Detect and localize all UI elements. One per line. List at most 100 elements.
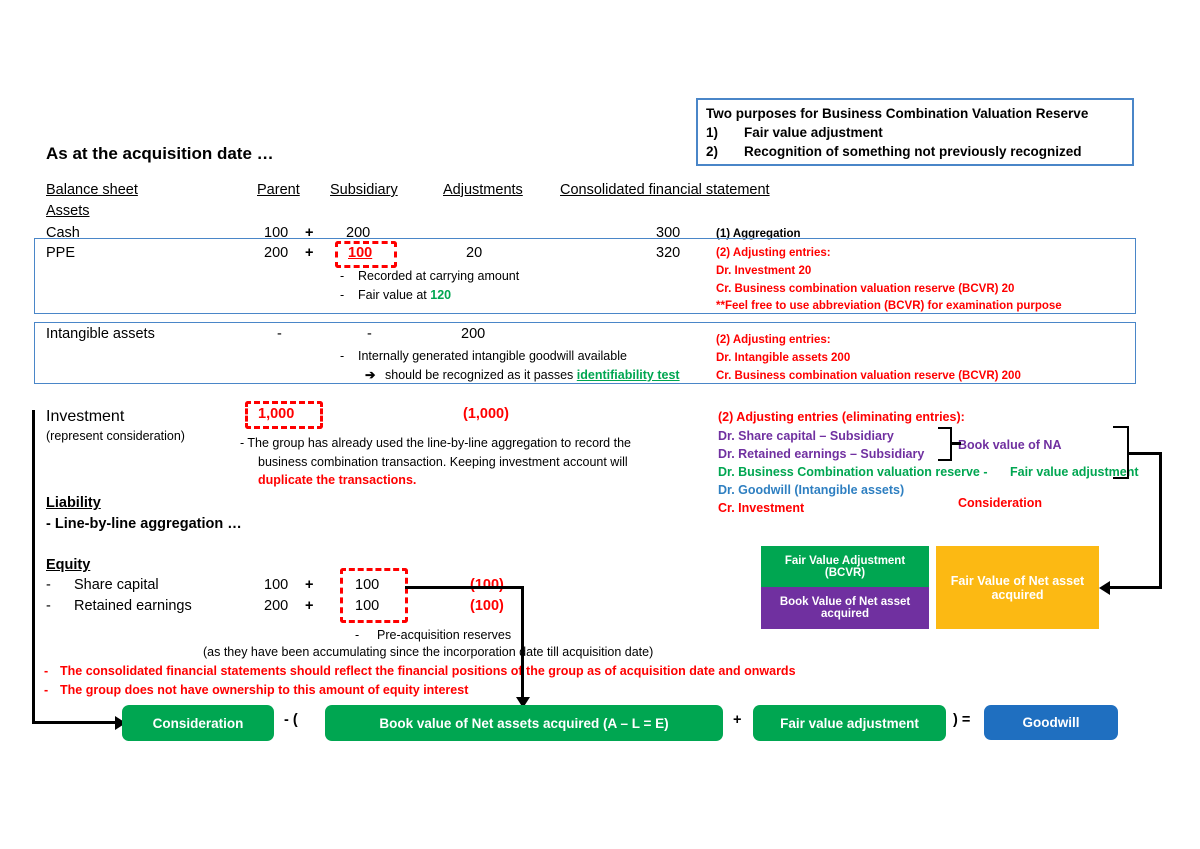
ppe-bullet-2: Fair value at 120 [358,288,451,302]
elim-entry-goodwill: Dr. Goodwill (Intangible assets) [718,483,905,497]
equity-red-bullet-2: The group does not have ownership to thi… [60,683,469,697]
connector-equity-arrow-icon [516,697,530,708]
formula-plus: + [733,712,742,728]
intangible-bullet-2: should be recognized as it passes identi… [385,368,680,382]
legend-fair-value-adjustment-box: Fair Value Adjustment (BCVR) [761,546,929,587]
equity-note1: Pre-acquisition reserves [377,628,512,642]
elim-entry-bcvr-fva: Fair value adjustment [1010,465,1139,479]
investment-subsidiary: 1,000 [258,406,295,422]
investment-subsidiary-highlight [245,401,323,429]
callout-heading: Two purposes for Business Combination Va… [706,106,1089,121]
equity-row-1-plus: + [305,577,314,593]
row-intangible-label: Intangible assets [46,326,155,342]
connector-right-to-orange [1110,586,1162,589]
callout-item-1-number: 1) [706,125,719,140]
equity-row-1-label: Share capital [74,577,159,593]
elim-entries-heading: (2) Adjusting entries (eliminating entri… [718,410,965,424]
ppe-subsidiary-highlight [335,241,397,268]
row-cash-parent: 100 [264,225,289,241]
callout-item-1-text: Fair value adjustment [744,125,883,140]
equity-row-2-subsidiary: 100 [355,598,380,614]
formula-book-value-label: Book value of Net assets acquired (A – L… [379,715,669,731]
formula-close-equals: ) = [953,712,971,728]
ppe-section-box [34,238,1136,314]
connector-bracket-to-right [1129,452,1162,455]
elim-consideration-label: Consideration [958,496,1043,510]
legend-fair-value-adjustment-label: Fair Value Adjustment (BCVR) [784,554,906,579]
formula-goodwill-box[interactable]: Goodwill [984,705,1118,740]
intangible-entry-2: Dr. Intangible assets 200 [716,352,851,364]
ppe-bullet-1-dash: - [340,269,345,283]
column-header-consolidated: Consolidated financial statement [560,182,770,198]
column-header-parent: Parent [257,182,300,198]
liability-heading: Liability [46,495,101,511]
investment-adjustments: (1,000) [463,406,509,422]
formula-fair-value-adjustment-label: Fair value adjustment [780,715,919,731]
investment-note-red: duplicate the transactions. [258,473,417,487]
connector-left-to-consideration [32,721,117,724]
equity-row-1-parent: 100 [264,577,289,593]
equity-row-2-label: Retained earnings [74,598,192,614]
formula-consideration-box[interactable]: Consideration [122,705,274,741]
book-value-na-bracket-tick [952,442,961,445]
equity-row-2-parent: 200 [264,598,289,614]
assets-label: Assets [46,203,90,219]
row-intangible-plus: - [367,326,372,342]
row-cash-note: (1) Aggregation [716,228,801,240]
intangible-bullet-2-arrow-icon: ➔ [365,368,376,382]
elim-entry-retained-earnings: Dr. Retained earnings – Subsidiary [718,447,925,461]
book-value-na-bracket-icon [938,427,952,461]
ppe-entry-2: Dr. Investment 20 [716,265,812,277]
row-intangible-adjustments: 200 [461,326,486,342]
elim-entry-share-capital: Dr. Share capital – Subsidiary [718,429,894,443]
legend-book-value-net-asset-label: Book Value of Net asset acquired [779,596,911,620]
connector-right-vertical [1159,452,1162,588]
ppe-entry-3: Cr. Business combination valuation reser… [716,283,1015,295]
elim-entry-bcvr: Dr. Business Combination valuation reser… [718,465,988,479]
equity-row-1-subsidiary: 100 [355,577,380,593]
formula-fair-value-adjustment-box[interactable]: Fair value adjustment [753,705,946,741]
intangible-bullet-1-text: Internally generated intangible goodwill… [358,349,627,363]
equity-heading: Equity [46,557,91,573]
row-cash-subsidiary: 200 [346,225,371,241]
formula-goodwill-label: Goodwill [1022,715,1080,730]
row-intangible-parent: - [277,326,282,342]
connector-orange-arrow-icon [1099,581,1110,595]
investment-sublabel: (represent consideration) [46,429,185,443]
legend-fair-value-net-asset-box: Fair Value of Net asset acquired [936,546,1099,629]
intangible-bullet-2-text: should be recognized as it passes [385,368,577,382]
column-header-subsidiary: Subsidiary [330,182,398,198]
equity-row-1-dash: - [46,577,51,593]
equity-red-bullet-1-dash: - [44,664,49,678]
legend-book-value-net-asset-box: Book Value of Net asset acquired [761,587,929,629]
investment-note-line-1: - The group has already used the line-by… [240,436,631,450]
equity-note2: (as they have been accumulating since th… [203,645,654,659]
ppe-entry-1: (2) Adjusting entries: [716,247,831,259]
equity-note1-dash: - [355,628,360,642]
equity-row-2-dash: - [46,598,51,614]
ppe-bullet-2-dash: - [340,288,345,302]
identifiability-test-link[interactable]: identifiability test [576,368,680,382]
intangible-entry-1: (2) Adjusting entries: [716,334,831,346]
ppe-bullet-1-text: Recorded at carrying amount [358,269,520,283]
row-cash-plus: + [305,225,314,241]
fair-value-bracket-icon [1113,426,1129,479]
ppe-fair-value: 120 [430,288,452,302]
equity-row-1-adjustments: (100) [470,577,504,593]
equity-row-2-plus: + [305,598,314,614]
page-title: As at the acquisition date … [46,144,274,163]
formula-book-value-box[interactable]: Book value of Net assets acquired (A – L… [325,705,723,741]
row-ppe-label: PPE [46,245,76,261]
row-ppe-parent: 200 [264,245,289,261]
intangible-bullet-1-dash: - [340,349,345,363]
legend-fair-value-net-asset-label: Fair Value of Net asset acquired [950,573,1085,602]
equity-red-bullet-1: The consolidated financial statements sh… [60,664,796,678]
row-ppe-consolidated: 320 [656,245,681,261]
row-cash-label: Cash [46,225,80,241]
liability-line: - Line-by-line aggregation … [46,516,242,532]
callout-item-1: 1) Fair value adjustment [706,123,1124,142]
column-header-balance-sheet: Balance sheet [46,182,138,198]
equity-red-bullet-2-dash: - [44,683,49,697]
investment-note-line-2: business combination transaction. Keepin… [258,455,628,469]
elim-bracket-label-book-value-na: Book value of NA [958,438,1062,452]
